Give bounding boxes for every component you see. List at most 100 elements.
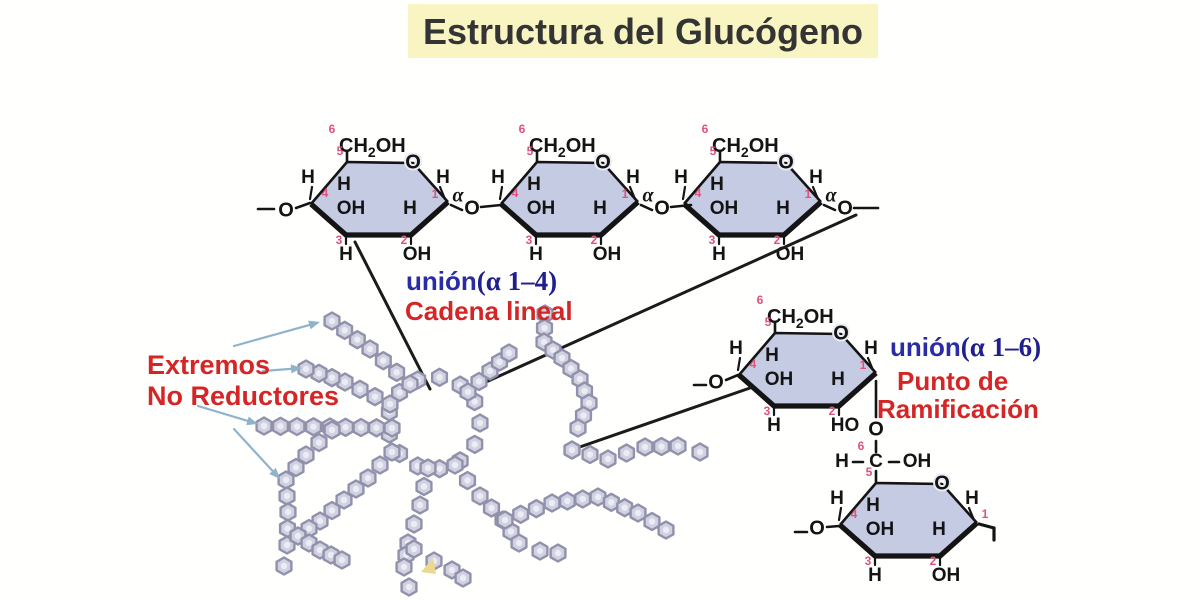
glucose-unit-core (696, 448, 704, 456)
bond-line (498, 185, 504, 201)
glucose-unit-core (486, 367, 494, 375)
glucose-unit-core (284, 508, 292, 516)
bond-line (736, 356, 742, 372)
glucose-unit-core (436, 374, 443, 381)
ring-oxygen: O (405, 151, 421, 173)
glucose-unit-core (580, 412, 587, 419)
glucose-unit-core (507, 528, 515, 535)
bond-line (724, 373, 740, 382)
h-outside-right: H (809, 167, 823, 188)
h-inside-right: H (932, 519, 946, 540)
ring-bottom-edges (737, 371, 878, 409)
non-reducing-ends-line1: Extremos (147, 350, 271, 380)
glucose-unit-core (282, 476, 290, 484)
non-reducing-end-arrow (232, 323, 314, 348)
glucose-unit-core (436, 465, 443, 472)
ch2oh-label: CH2OH (767, 306, 834, 330)
glucose-unit-core (352, 485, 360, 493)
ring-oxygen: O (595, 151, 611, 173)
carbon-number-2: 2 (591, 233, 598, 247)
glucose-unit-core (568, 446, 576, 454)
h-outside-left: H (830, 488, 844, 509)
granule-connector-line (353, 240, 432, 391)
carbon-number-1: 1 (982, 507, 989, 521)
ring-top-edges (683, 160, 822, 205)
alpha-symbol: α (825, 185, 837, 207)
bond-line (639, 203, 654, 212)
h-inside: H (527, 174, 541, 195)
terminal-oxygen: O (708, 371, 724, 393)
glucose-unit-core (464, 388, 472, 396)
glucose-unit-core (548, 499, 556, 507)
oh-inside: OH (527, 198, 556, 219)
glucose-unit-core (424, 464, 432, 472)
glucose-unit-core (420, 483, 428, 490)
linker-h: H (835, 451, 849, 472)
glucose-unit-core (517, 511, 524, 518)
h-outside-left: H (729, 338, 743, 359)
union16-bond: (α 1–6) (960, 332, 1042, 362)
granule-connector-line (572, 386, 752, 451)
ring-bottom-edges (309, 200, 450, 238)
glucose-unit-core (648, 518, 656, 525)
h-inside: H (710, 174, 724, 195)
bond-line (294, 201, 312, 210)
glucose-unit-core (501, 516, 509, 524)
ch2oh-label: CH2OH (712, 135, 779, 159)
glucose-unit-core (585, 399, 593, 407)
bond-line (479, 203, 503, 209)
glucose-unit-core (396, 389, 403, 396)
glucose-unit-core (380, 357, 387, 364)
glucose-unit-core (284, 525, 291, 532)
glucose-ring-body (501, 162, 638, 235)
alpha-symbol: α (452, 185, 464, 207)
carbon-number-2: 2 (774, 233, 781, 247)
carbon-number-2: 2 (829, 404, 836, 418)
granule-connector-line (464, 213, 858, 393)
bond-line (449, 203, 464, 212)
glucose-unit-core (405, 583, 413, 591)
oh-inside: OH (337, 198, 366, 219)
glucose-unit-core (564, 497, 571, 505)
bond-line (308, 185, 314, 201)
bond-line (825, 524, 841, 529)
bond-line (438, 185, 447, 201)
bond-line (977, 522, 996, 530)
glucose-unit-core (410, 545, 418, 553)
carbon-number-5: 5 (527, 144, 534, 158)
branch-point-label-line2: Ramificación (877, 394, 1039, 424)
glucose-unit-core (641, 443, 649, 451)
carbon-number-6: 6 (757, 293, 764, 307)
glucose-unit-core (354, 336, 361, 343)
glucose-unit-core (579, 495, 586, 503)
glycosidic-oxygen: O (837, 197, 853, 219)
ch2oh-label: CH2OH (529, 135, 596, 159)
glucose-unit-core (451, 461, 459, 469)
glucose-unit-core (283, 541, 291, 549)
ring-top-edges (738, 331, 877, 376)
glucose-unit-core (541, 310, 549, 318)
glucose-unit-core (310, 423, 317, 430)
carbon-number-3: 3 (709, 233, 716, 247)
non-reducing-end-arrowhead (269, 467, 280, 479)
oh-below-c2: OH (593, 244, 622, 265)
carbon-number-6: 6 (329, 122, 336, 136)
carbon-number-4: 4 (512, 186, 519, 200)
glycosidic-oxygen: O (654, 197, 670, 219)
glucose-unit-core (305, 539, 313, 547)
oh-inside: OH (710, 198, 739, 219)
glucose-unit-core (581, 387, 588, 395)
glucose-unit-core (471, 441, 478, 448)
linker-c: C (869, 451, 883, 472)
glucose-unit-core (341, 327, 348, 334)
glucose-unit-core (471, 398, 478, 405)
glucose-unit-core (342, 424, 349, 431)
glucose-unit-core (341, 378, 349, 386)
glucose-unit-core (505, 349, 513, 357)
bridge-oxygen: O (868, 418, 884, 440)
h-inside-right: H (593, 198, 607, 219)
glucose-unit-core (576, 375, 584, 383)
terminal-oxygen: O (278, 199, 294, 221)
ring-oxygen: O (833, 322, 849, 344)
